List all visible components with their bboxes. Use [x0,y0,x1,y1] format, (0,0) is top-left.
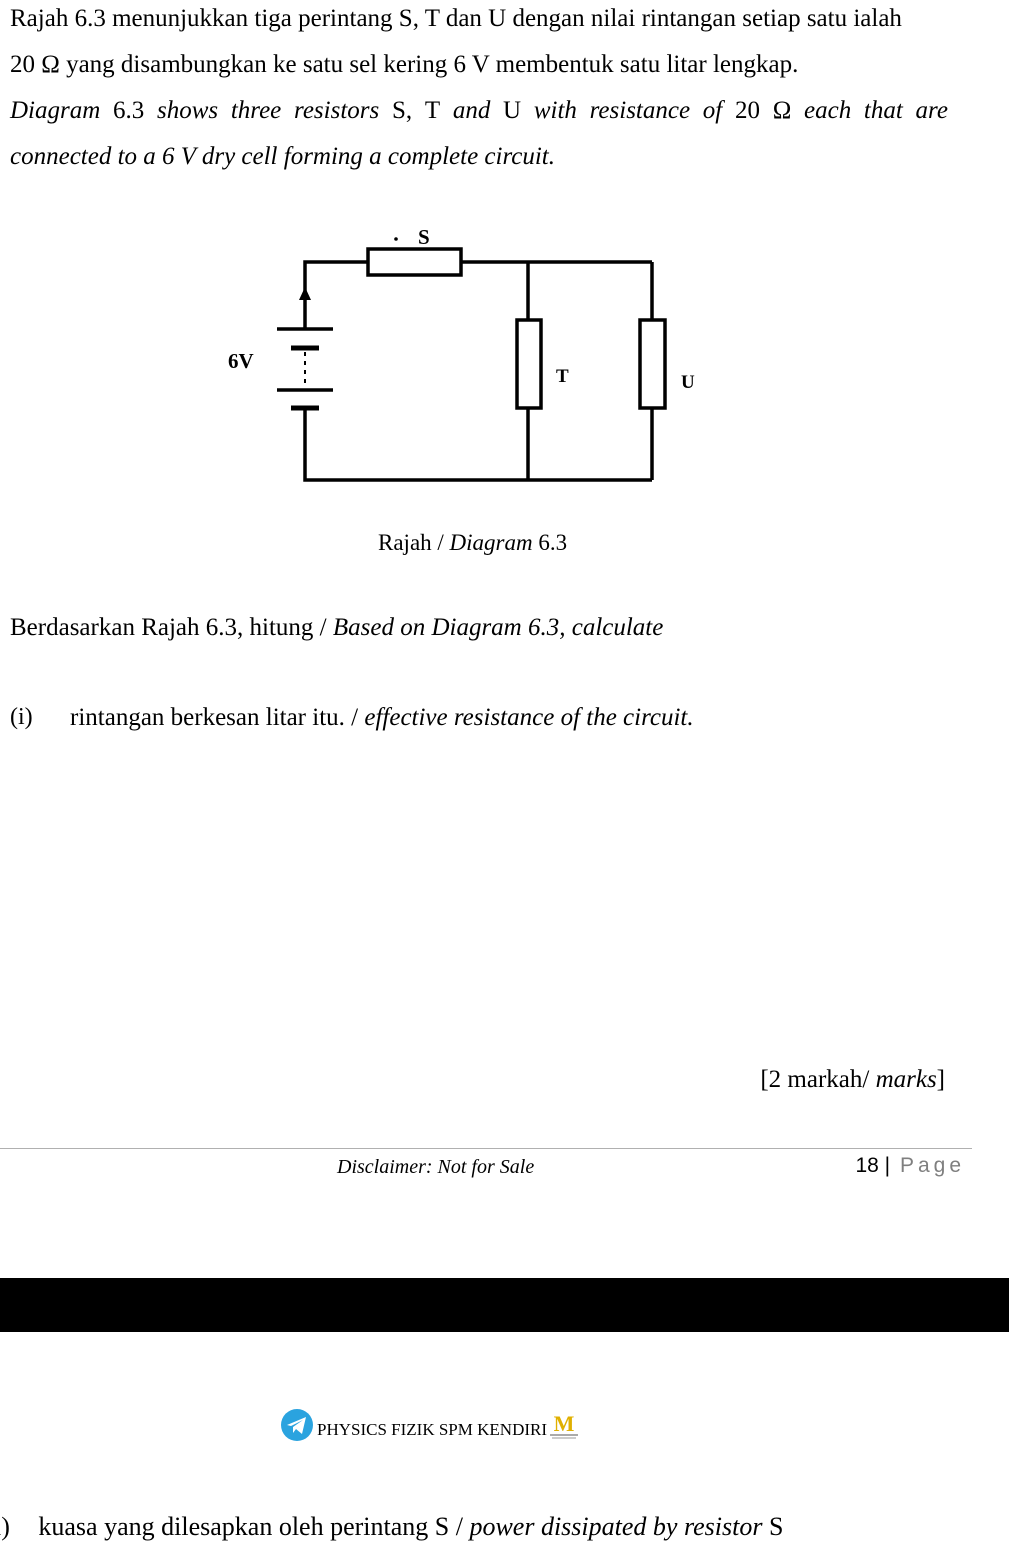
intro-english-word: with [533,97,577,124]
marks-malay: [2 markah/ [760,1066,876,1093]
caption-number: 6.3 [532,530,568,555]
stem-malay: Berdasarkan Rajah 6.3, hitung / [10,614,333,641]
intro-english-word: U [503,97,522,124]
marks-close: ] [936,1066,945,1093]
next-part-malay: kuasa yang dilesapkan oleh perintang S / [38,1512,470,1541]
label-cell-voltage: 6V [228,349,254,373]
label-dot [394,237,398,241]
intro-english-word: T [424,97,441,124]
telegram-icon [281,1409,313,1441]
intro-malay-line-1: Rajah 6.3 menunjukkan tiga perintang S, … [10,5,902,32]
svg-text:M: M [554,1412,575,1436]
next-part-tail: S [762,1512,784,1541]
resistor-u [638,318,667,410]
marks-english: marks [875,1066,937,1093]
page-number-value: 18 [855,1154,879,1177]
wire-left-top [303,260,368,329]
intro-paragraph: Rajah 6.3 menunjukkan tiga perintang S, … [10,0,948,180]
wire-bottom [303,408,652,482]
dry-cell [277,287,333,411]
marks-label: [2 markah/ marks] [760,1066,945,1094]
part-i-number: (i) [10,704,33,730]
page-separator: | [878,1154,896,1177]
intro-english-word: and [452,97,491,124]
stem-english: Based on Diagram 6.3, calculate [332,614,664,641]
footer-rule [0,1148,972,1149]
question-stem: Berdasarkan Rajah 6.3, hitung / Based on… [10,614,663,642]
page-number: 18 | Page [855,1154,965,1178]
brand-banner: PHYSICS FIZIK SPM KENDIRI M [280,1408,581,1442]
next-part-number: i) [0,1512,10,1541]
intro-english-word: resistance [589,97,691,124]
resistor-s [366,247,463,277]
intro-malay-line-2: 20 Ω yang disambungkan ke satu sel kerin… [10,51,799,78]
next-part-english: power dissipated by resistor [469,1512,763,1541]
footer-disclaimer: Disclaimer: Not for Sale [337,1156,535,1178]
caption-malay: Rajah / [378,530,450,555]
intro-english-word: resistors [294,97,380,124]
intro-english-word: of [702,97,723,124]
intro-english-word: each [804,97,852,124]
part-i-text: rintangan berkesan litar itu. / effectiv… [70,704,694,732]
current-arrow-icon [299,287,311,300]
caption-english: Diagram [449,530,533,555]
part-i-malay: rintangan berkesan litar itu. / [70,704,365,731]
intro-english-word: 20 [734,97,760,124]
part-i-english: effective resistance of the circuit. [364,704,694,731]
black-band [0,1278,1009,1332]
intro-english-word: three [230,97,282,124]
intro-english-word: are [915,97,948,124]
intro-english-word: that [863,97,903,124]
next-part: i) kuasa yang dilesapkan oleh perintang … [0,1512,783,1542]
brand-logo-icon: M [550,1412,579,1439]
intro-english-word: shows [156,97,219,124]
circuit-diagram: S T U 6V [228,225,695,482]
intro-english-word: Ω [772,97,792,124]
brand-name: PHYSICS FIZIK SPM KENDIRI [317,1420,548,1439]
intro-english-word: 6.3 [113,97,145,124]
diagram-caption: Rajah / Diagram 6.3 [378,530,567,556]
label-u: U [681,372,695,393]
label-s: S [418,225,430,249]
resistor-t [515,318,543,410]
label-t: T [556,366,569,387]
intro-english-word: Diagram [10,97,101,124]
intro-english-line-2: connected to a 6 V dry cell forming a co… [10,143,555,170]
page-word: Page [899,1154,965,1177]
circuit-wires [303,260,654,482]
intro-english-word: S, [391,97,413,124]
